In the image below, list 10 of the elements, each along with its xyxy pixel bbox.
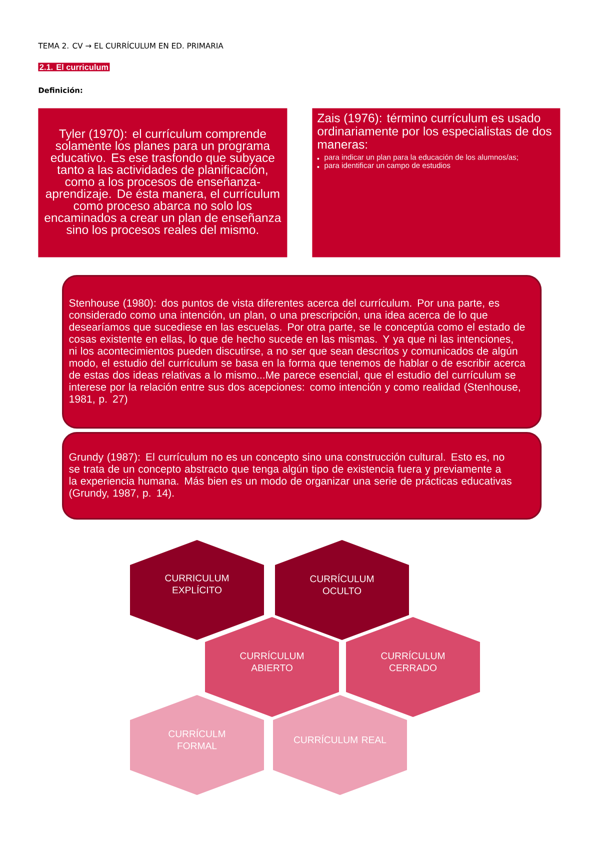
hexagon: CURRÍCULM FORMAL — [130, 695, 264, 795]
hexagon: CURRÍCULUM REAL — [273, 695, 407, 795]
quote-box: Stenhouse (1980): dos puntos de vista diferentes acerca del currículum. Por una parte, es considerado como una intención, un plan, o una prescripción, una idea acerca de lo que desearíamos que sucediese en las escuelas. Por otra parte, se le conceptúa como el estado de cosas existente en ellas, lo que de hecho sucede en las mismas. Y ya que ni las intenciones, ni los acontecimientos pueden discutirse, a no ser que sean descritos y comunicados de algún modo, el estudio del currículum se basa en la forma que tenemos de hablar o de escribir acerca de estas dos ideas relativas a lo mismo...Me parece esencial, que el estudio del currículum se interese por la relación entre sus dos acepciones: como intención y como realidad (Stenhouse, 1981, p. 27) — [62, 275, 542, 429]
hexagon: CURRÍCULUM OCULTO — [275, 540, 409, 640]
hexagon: CURRICULUM EXPLÍCITO — [130, 540, 264, 640]
hexagon: CURRÍCULUM ABIERTO — [205, 617, 339, 717]
hexagon: CURRÍCULUM CERRADO — [346, 617, 480, 717]
quote-box: Grundy (1987): El currículum no es un concepto sino una construcción cultural. Esto es, no se trata de un concepto abstracto que tenga algún tipo de existencia fuera y previamente a la experiencia humana. Más bien es un modo de organizar una serie de prácticas educativas (Grundy, 1987, p. 14). — [62, 432, 542, 520]
quote-box: Tyler (1970): el currículum comprende solamente los planes para un programa educativo. Es ese trasfondo que subyace tanto a las actividades de planificación, como a los procesos de enseñanza-aprendizaje. De ésta manera, el currículum como proceso abarca no solo los encaminados a crear un plan de enseñanza sino los procesos reales del mismo. — [38, 108, 288, 258]
section-heading: 2.1. El curriculum — [38, 62, 110, 72]
